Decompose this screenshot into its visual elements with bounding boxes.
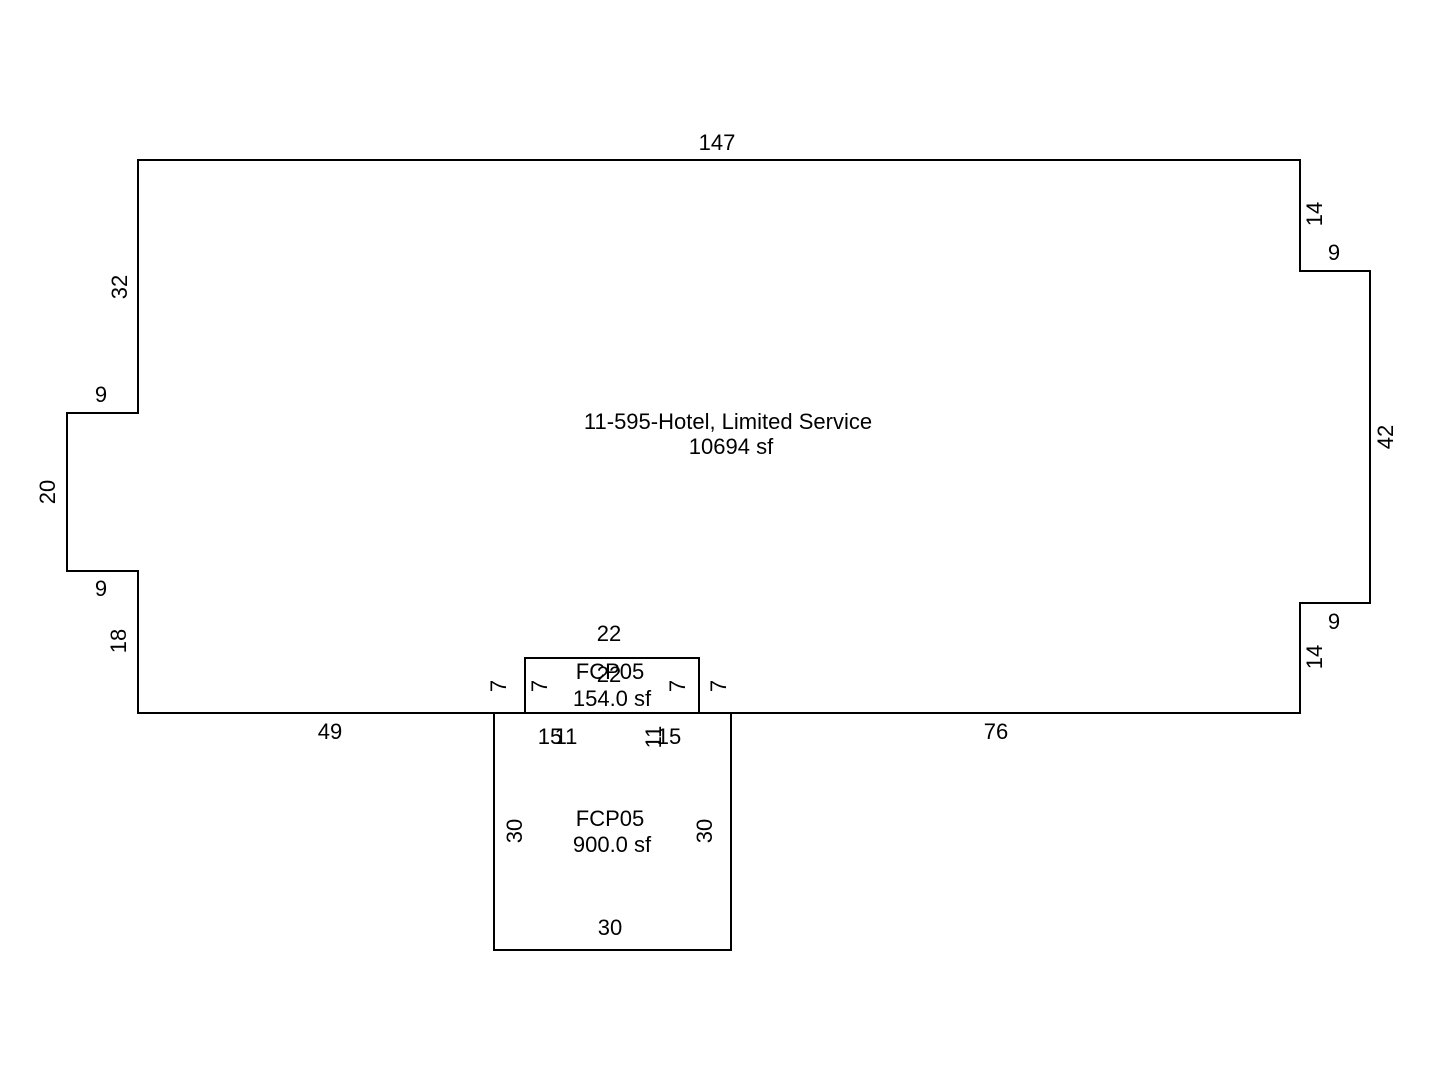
- dim-left-notch-side: 20: [35, 480, 60, 504]
- main-building-name: 11-595-Hotel, Limited Service: [584, 409, 872, 434]
- large-canopy-dim-bottom: 30: [598, 915, 622, 940]
- large-canopy-dim-top-right-b: 15: [657, 724, 681, 749]
- small-canopy-name: FCP05: [576, 659, 644, 684]
- dim-left-notch-top: 9: [95, 382, 107, 407]
- small-canopy-dim-top: 22: [597, 621, 621, 646]
- large-canopy-dim-top-right-a: 11: [641, 726, 666, 749]
- dim-left-lower: 18: [106, 629, 131, 653]
- dim-right-notch-bottom: 9: [1328, 609, 1340, 634]
- dim-bottom-left: 49: [318, 719, 342, 744]
- large-canopy-outline: [493, 712, 732, 951]
- large-canopy-dim-top-left-a: 15: [538, 724, 562, 749]
- small-canopy-dim-right-outer: 7: [706, 680, 731, 692]
- dim-bottom-right: 76: [984, 719, 1008, 744]
- dim-right-notch-top: 9: [1328, 240, 1340, 265]
- dim-left-notch-bottom: 9: [95, 576, 107, 601]
- dim-right-lower: 14: [1302, 645, 1327, 669]
- large-canopy-dim-left: 30: [502, 819, 527, 843]
- small-canopy-dim-left-outer: 7: [486, 680, 511, 692]
- main-building-outline: [66, 159, 1371, 714]
- large-canopy-dim-right: 30: [692, 819, 717, 843]
- small-canopy-dim-left-inner: 7: [527, 680, 552, 692]
- dim-right-upper: 14: [1302, 202, 1327, 226]
- small-canopy-dim-inner: 22: [597, 662, 621, 687]
- small-canopy-area: 154.0 sf: [573, 686, 652, 711]
- dim-top: 147: [699, 130, 736, 155]
- small-canopy-dim-right-inner: 7: [665, 680, 690, 692]
- dim-left-upper: 32: [107, 275, 132, 299]
- small-canopy-outline: [524, 657, 700, 713]
- large-canopy-name: FCP05: [576, 806, 644, 831]
- dim-right-side: 42: [1373, 425, 1398, 449]
- main-building-area: 10694 sf: [689, 434, 774, 459]
- large-canopy-dim-top-left-b: 11: [555, 724, 578, 749]
- large-canopy-area: 900.0 sf: [573, 832, 652, 857]
